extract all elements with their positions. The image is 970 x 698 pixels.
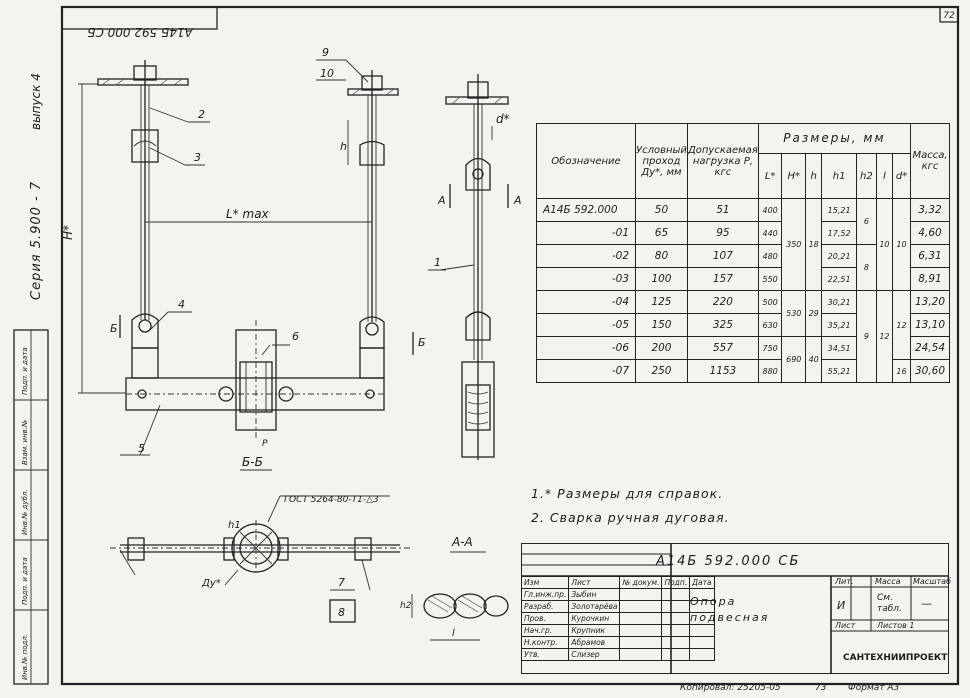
svg-text:2: 2 xyxy=(198,108,205,121)
hdr-designation: Обозначение xyxy=(536,123,636,199)
col-mass: Масса xyxy=(875,577,901,586)
notes: 1.* Размеры для справок. 2. Сварка ручна… xyxy=(531,482,730,530)
svg-text:1: 1 xyxy=(434,256,441,269)
svg-text:Б: Б xyxy=(110,322,118,335)
title-block: Изм Лист № докум. Подп. Дата Гл.инж.пр.З… xyxy=(520,543,952,674)
hdr-bore: Условный проход Ду*, мм xyxy=(635,123,688,199)
drawing-frame xyxy=(60,5,960,686)
table-row: -07 250 1153 880 55,21 16 30,60 xyxy=(536,359,950,383)
issue-label: выпуск 4 xyxy=(29,73,43,130)
sign-row: Разраб.Золотарёва xyxy=(520,600,715,613)
svg-text:3: 3 xyxy=(194,151,201,164)
hdr-sizes: Размеры, мм xyxy=(757,123,912,154)
svg-text:A: A xyxy=(437,194,446,207)
hdr-mass: Масса, кгс xyxy=(910,123,950,199)
mass-value: См. табл. xyxy=(877,593,902,614)
note-1: 1.* Размеры для справок. xyxy=(531,486,724,501)
mirrored-code: А14Б 592.000 СБ xyxy=(87,25,194,39)
dim-d: d* xyxy=(496,112,510,126)
svg-text:Формат А3: Формат А3 xyxy=(848,683,900,693)
svg-text:Инв.№ подл.: Инв.№ подл. xyxy=(21,634,29,680)
series-label: Серия 5.900 - 7 xyxy=(29,181,44,300)
svg-text:Подп. и дата: Подп. и дата xyxy=(21,347,29,395)
table-row: -04 125 220 500 530 29 30,21 9 12 12 13,… xyxy=(536,290,950,383)
svg-text:l: l xyxy=(452,628,455,639)
svg-text:Взам. инв.№: Взам. инв.№ xyxy=(21,420,29,465)
view-BB-label: Б-Б xyxy=(242,455,263,469)
page-number: 72 xyxy=(943,11,955,21)
svg-text:h2: h2 xyxy=(400,601,412,611)
organization: САНТЕХНИИПРОЕКТ xyxy=(843,653,948,663)
hdr-load: Допускаемая нагрузка Р, кгс xyxy=(686,123,759,199)
svg-text:5: 5 xyxy=(138,442,145,455)
sheet-label: Лист xyxy=(835,621,856,630)
sign-row: Нач.гр.Крупник xyxy=(520,624,715,637)
turnbuckle-left xyxy=(131,129,159,163)
note-2: 2. Сварка ручная дуговая. xyxy=(531,510,730,525)
svg-text:4: 4 xyxy=(178,298,185,311)
spec-table: Обозначение Условный проход Ду*, мм Допу… xyxy=(536,123,950,383)
gost-label: ГОСТ 5264-80-T1-△3 xyxy=(284,495,379,505)
section-link-left xyxy=(423,593,457,619)
svg-text:Подп. и дата: Подп. и дата xyxy=(21,557,29,605)
col-scale: Масштаб xyxy=(913,577,952,586)
svg-text:7: 7 xyxy=(338,576,345,589)
svg-text:А14Б 592.000 СБ: А14Б 592.000 СБ xyxy=(87,25,194,39)
dim-L: L* max xyxy=(226,207,270,221)
table-row: А14Б 592.000 50 51 400 350 18 15,21 6 10… xyxy=(536,198,950,291)
svg-text:9: 9 xyxy=(322,46,329,59)
ceiling-plate-left xyxy=(97,78,189,86)
table-row: -02 80 107 480 20,21 8 6,31 xyxy=(536,244,950,291)
svg-text:Инв.№ дубл.: Инв.№ дубл. xyxy=(21,489,29,535)
title-designation: А14Б 592.000 СБ xyxy=(656,554,801,569)
dim-h: h xyxy=(340,140,347,153)
ceiling-plate-right xyxy=(347,88,399,96)
svg-text:h1: h1 xyxy=(228,520,241,531)
svg-text:8: 8 xyxy=(338,606,345,619)
copied-label: Копировал: 25205-05 xyxy=(680,683,781,693)
title-name: Опора подвесная xyxy=(690,595,770,624)
side-ceiling xyxy=(445,96,509,105)
svg-text:6: 6 xyxy=(292,330,299,343)
signatures-table: Изм Лист № докум. Подп. Дата Гл.инж.пр.З… xyxy=(520,576,715,661)
table-row: -03 100 157 550 22,51 8,91 xyxy=(536,267,950,291)
svg-text:A: A xyxy=(513,194,522,207)
sheets-label: Листов 1 xyxy=(877,621,915,630)
table-row: -06 200 557 750 690 40 34,51 24,54 xyxy=(536,336,950,383)
scale-value: — xyxy=(921,597,932,610)
col-lit: Лит. xyxy=(835,577,854,586)
view-AA-label: А-А xyxy=(451,535,473,549)
svg-text:73: 73 xyxy=(815,683,827,693)
svg-text:Б: Б xyxy=(418,336,426,349)
sign-row: Утв.Слизер xyxy=(520,648,715,661)
sign-row: Н.контр.Абрамов xyxy=(520,636,715,649)
sign-row: Пров.Курочкин xyxy=(520,612,715,625)
dim-H: H* xyxy=(61,225,75,240)
lit-value: И xyxy=(837,599,846,612)
svg-text:P: P xyxy=(262,439,268,449)
svg-text:Ду*: Ду* xyxy=(201,578,221,589)
sign-row: Гл.инж.пр.Зыбин xyxy=(520,588,715,601)
svg-text:10: 10 xyxy=(320,67,334,80)
